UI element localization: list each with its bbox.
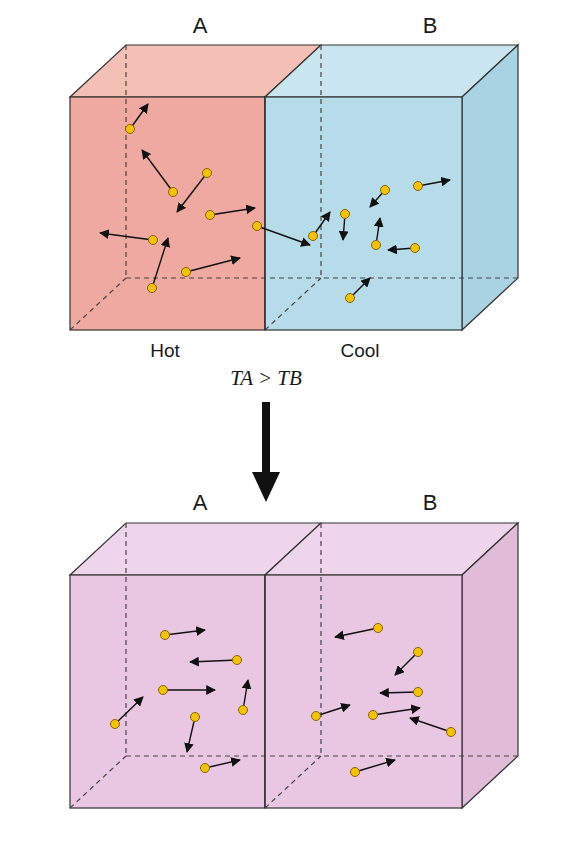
- container-after: [70, 523, 518, 808]
- temperature-relation: TA > TB: [230, 366, 302, 390]
- molecules-before: [100, 104, 450, 303]
- temperature-label: Hot: [150, 340, 180, 362]
- container-label: B: [423, 490, 438, 515]
- container-region: B: [265, 482, 545, 822]
- container-region: B Cool: [265, 5, 545, 380]
- temperature-label: Cool: [340, 340, 379, 362]
- container-label: B: [423, 13, 438, 38]
- container-region: A: [60, 482, 330, 822]
- container-region: A Hot: [60, 5, 330, 380]
- molecules-after: [111, 624, 456, 777]
- container-label: A: [193, 490, 208, 515]
- process-arrow: [252, 402, 280, 502]
- container-label: A: [193, 13, 208, 38]
- container-before: [70, 45, 518, 330]
